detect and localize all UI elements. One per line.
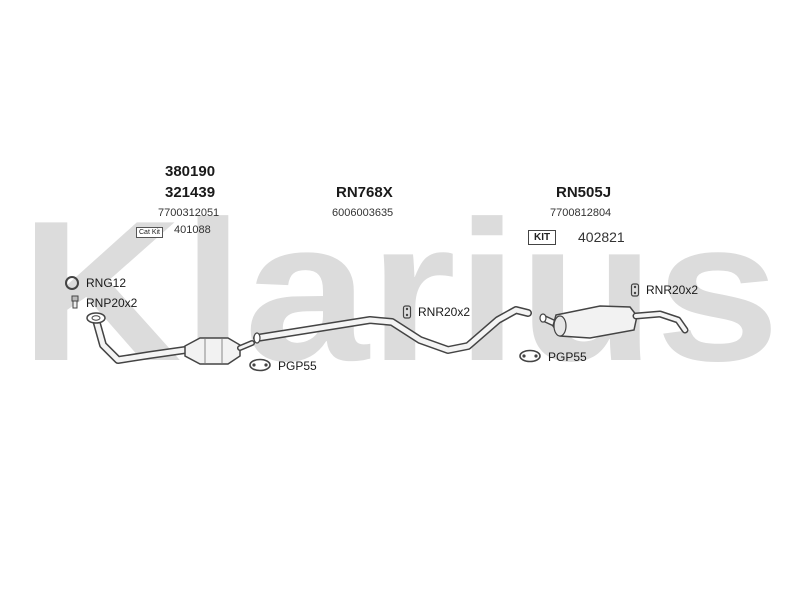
rubber-hanger-icon <box>402 305 412 324</box>
part-code: RN505J <box>556 184 612 201</box>
rear-silencer[interactable] <box>539 305 689 339</box>
part-code: RN768X <box>336 184 393 201</box>
fitting-label: RNR20x2 <box>646 283 699 297</box>
pipe-clamp-icon <box>248 358 272 377</box>
cat-kit-badge: Cat Kit <box>136 227 164 238</box>
oe-number: 7700812804 <box>550 207 612 219</box>
center-pipe[interactable] <box>253 306 532 354</box>
part-code: 380190 <box>165 163 216 180</box>
fitting-label: RNG12 <box>86 276 127 290</box>
fitting-label: RNR20x2 <box>418 305 471 319</box>
rubber-mount-icon <box>70 295 80 314</box>
pipe-clamp-icon <box>518 349 542 368</box>
kit-number: 401088 <box>174 224 211 236</box>
fitting-label: PGP55 <box>278 359 317 373</box>
kit-badge: KIT <box>528 230 557 245</box>
part-code: 321439 <box>165 184 216 201</box>
fitting-label: RNP20x2 <box>86 296 138 310</box>
kit-number: 402821 <box>578 229 625 245</box>
watermark-text: Klarius <box>20 180 780 403</box>
oe-number: 6006003635 <box>332 207 394 219</box>
front-pipe-catalyst[interactable] <box>86 312 255 365</box>
fitting-label: PGP55 <box>548 350 587 364</box>
rubber-hanger-icon <box>630 283 640 302</box>
oe-number: 7700312051 <box>158 207 220 219</box>
ring-gasket-icon <box>64 275 80 296</box>
